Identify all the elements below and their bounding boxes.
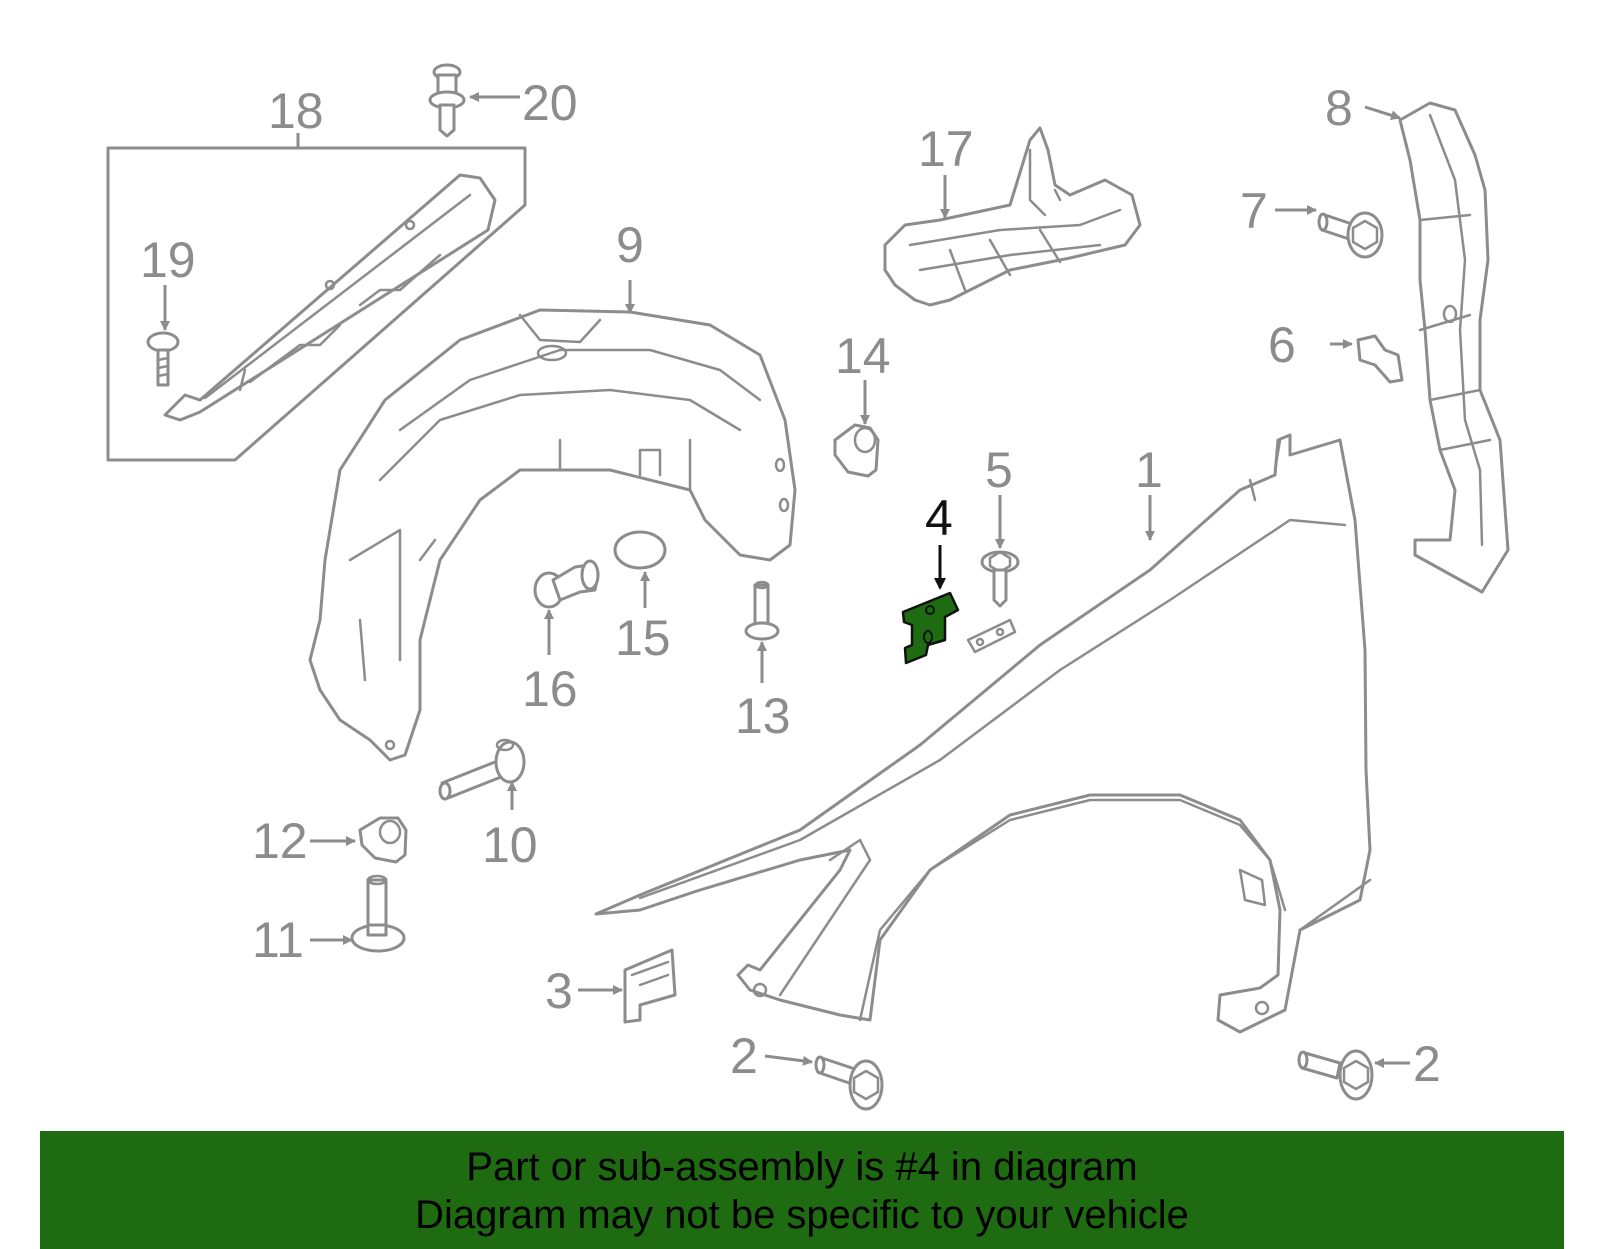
callout-18: 18	[268, 83, 324, 139]
banner-line-1: Part or sub-assembly is #4 in diagram	[466, 1145, 1138, 1189]
callout-7: 7	[1240, 183, 1268, 239]
callout-20: 20	[522, 75, 578, 131]
callout-16: 16	[522, 661, 578, 717]
part-11-stud	[350, 874, 406, 953]
info-banner: Part or sub-assembly is #4 in diagram Di…	[40, 1131, 1564, 1249]
part-3-bracket	[623, 948, 677, 1024]
part-10-bolt	[438, 738, 526, 801]
part-15-plug	[613, 530, 667, 570]
part-9-fender-liner	[308, 308, 797, 762]
part-4-bracket-highlighted	[901, 591, 960, 665]
callout-11: 11	[252, 912, 304, 968]
callout-4: 4	[925, 490, 953, 546]
banner-line-2: Diagram may not be specific to your vehi…	[415, 1193, 1189, 1237]
part-19-screw	[146, 331, 180, 387]
callout-1: 1	[1135, 442, 1163, 498]
callout-12: 12	[252, 813, 308, 869]
part-14-clip	[833, 423, 880, 478]
part-2-bolt-left	[814, 1055, 884, 1111]
callout-15: 15	[615, 610, 671, 666]
callout-8: 8	[1325, 80, 1353, 136]
part-2-bolt-right	[1297, 1049, 1374, 1101]
leader-lines	[160, 92, 1410, 1068]
part-8-support	[1398, 101, 1510, 594]
callout-6: 6	[1268, 317, 1296, 373]
callout-10: 10	[482, 817, 538, 873]
part-7-bolt	[1317, 211, 1384, 259]
callout-3: 3	[545, 963, 573, 1019]
callout-2-right: 2	[1413, 1036, 1441, 1092]
callout-2-left: 2	[730, 1028, 758, 1084]
part-18-apron-rail	[106, 146, 527, 462]
callout-17: 17	[918, 121, 974, 177]
part-6-clip	[1356, 334, 1404, 384]
part-12-clip	[358, 816, 408, 864]
callout-13: 13	[735, 688, 791, 744]
callout-19: 19	[140, 232, 196, 288]
part-17-shield	[883, 126, 1142, 307]
callouts: 18 20 19 9 17 14 15 16 13 10 12 11 3 2 2…	[140, 75, 1441, 1092]
part-16-pushpin	[533, 559, 600, 609]
part-5-bolt	[980, 550, 1020, 608]
callout-14: 14	[835, 328, 891, 384]
part-20-clip	[428, 63, 466, 138]
callout-5: 5	[985, 442, 1013, 498]
part-1-fender	[594, 433, 1372, 1034]
callout-9: 9	[616, 217, 644, 273]
part-13-stud	[744, 580, 780, 641]
